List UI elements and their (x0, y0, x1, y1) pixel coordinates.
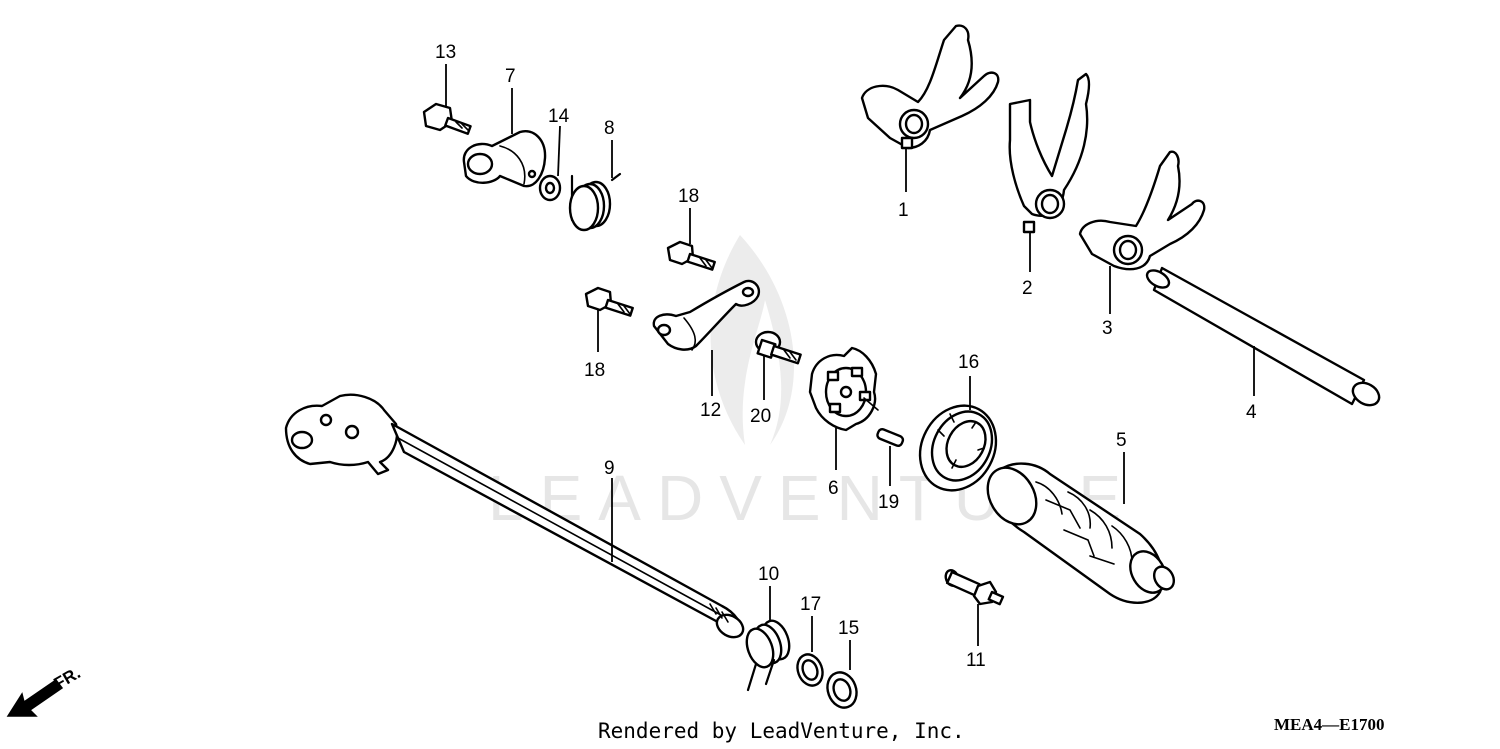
callout-19: 19 (878, 492, 899, 513)
part-8-spring[interactable] (568, 172, 622, 232)
callout-18-lower: 18 (584, 360, 605, 381)
part-15-washer[interactable] (823, 668, 862, 711)
callout-3: 3 (1102, 318, 1113, 339)
part-5-shift-drum[interactable] (978, 459, 1178, 604)
callout-16: 16 (958, 352, 979, 373)
part-17-circlip[interactable] (793, 651, 826, 689)
callout-5: 5 (1116, 430, 1127, 451)
callout-2: 2 (1022, 278, 1033, 299)
part-9-gearshift-spindle[interactable] (284, 393, 747, 642)
part-18-bolt-lower[interactable] (584, 286, 634, 317)
part-16-bearing[interactable] (906, 392, 1011, 504)
callout-8: 8 (604, 118, 615, 139)
callout-18-upper: 18 (678, 186, 699, 207)
callout-17: 17 (800, 594, 821, 615)
part-1-shift-fork[interactable] (860, 24, 1000, 150)
front-direction-indicator: FR. (6, 663, 84, 717)
part-7-stopper-plate[interactable] (462, 130, 547, 188)
part-13-bolt[interactable] (422, 102, 472, 135)
callout-15: 15 (838, 618, 859, 639)
part-10-return-spring[interactable] (742, 617, 794, 692)
part-2-shift-fork[interactable] (1008, 72, 1091, 234)
part-11-stud-bolt[interactable] (944, 568, 1005, 606)
part-18-bolt-upper[interactable] (666, 240, 716, 271)
callout-9: 9 (604, 458, 615, 479)
callout-20: 20 (750, 406, 771, 427)
callout-6: 6 (828, 478, 839, 499)
part-3-shift-fork[interactable] (1078, 150, 1206, 271)
part-19-dowel-pin[interactable] (876, 428, 905, 448)
part-6-drum-center[interactable] (808, 346, 879, 432)
part-4-fork-shaft[interactable] (1144, 266, 1383, 410)
arrow-down-left-icon (6, 678, 64, 717)
callout-7: 7 (505, 66, 516, 87)
callout-4: 4 (1246, 402, 1257, 423)
callout-12: 12 (700, 400, 721, 421)
diagram-code: MEA4—E1700 (1274, 715, 1385, 734)
callout-1: 1 (898, 200, 909, 221)
callout-11: 11 (966, 650, 986, 671)
leader-14 (557, 125, 561, 177)
callout-13: 13 (435, 42, 456, 63)
callout-10: 10 (758, 564, 779, 585)
part-14-washer[interactable] (538, 174, 562, 202)
callout-14: 14 (548, 106, 570, 127)
rendered-by-credit: Rendered by LeadVenture, Inc. (598, 719, 965, 743)
part-12-bracket[interactable] (652, 279, 761, 351)
part-20-bolt[interactable] (754, 330, 802, 365)
